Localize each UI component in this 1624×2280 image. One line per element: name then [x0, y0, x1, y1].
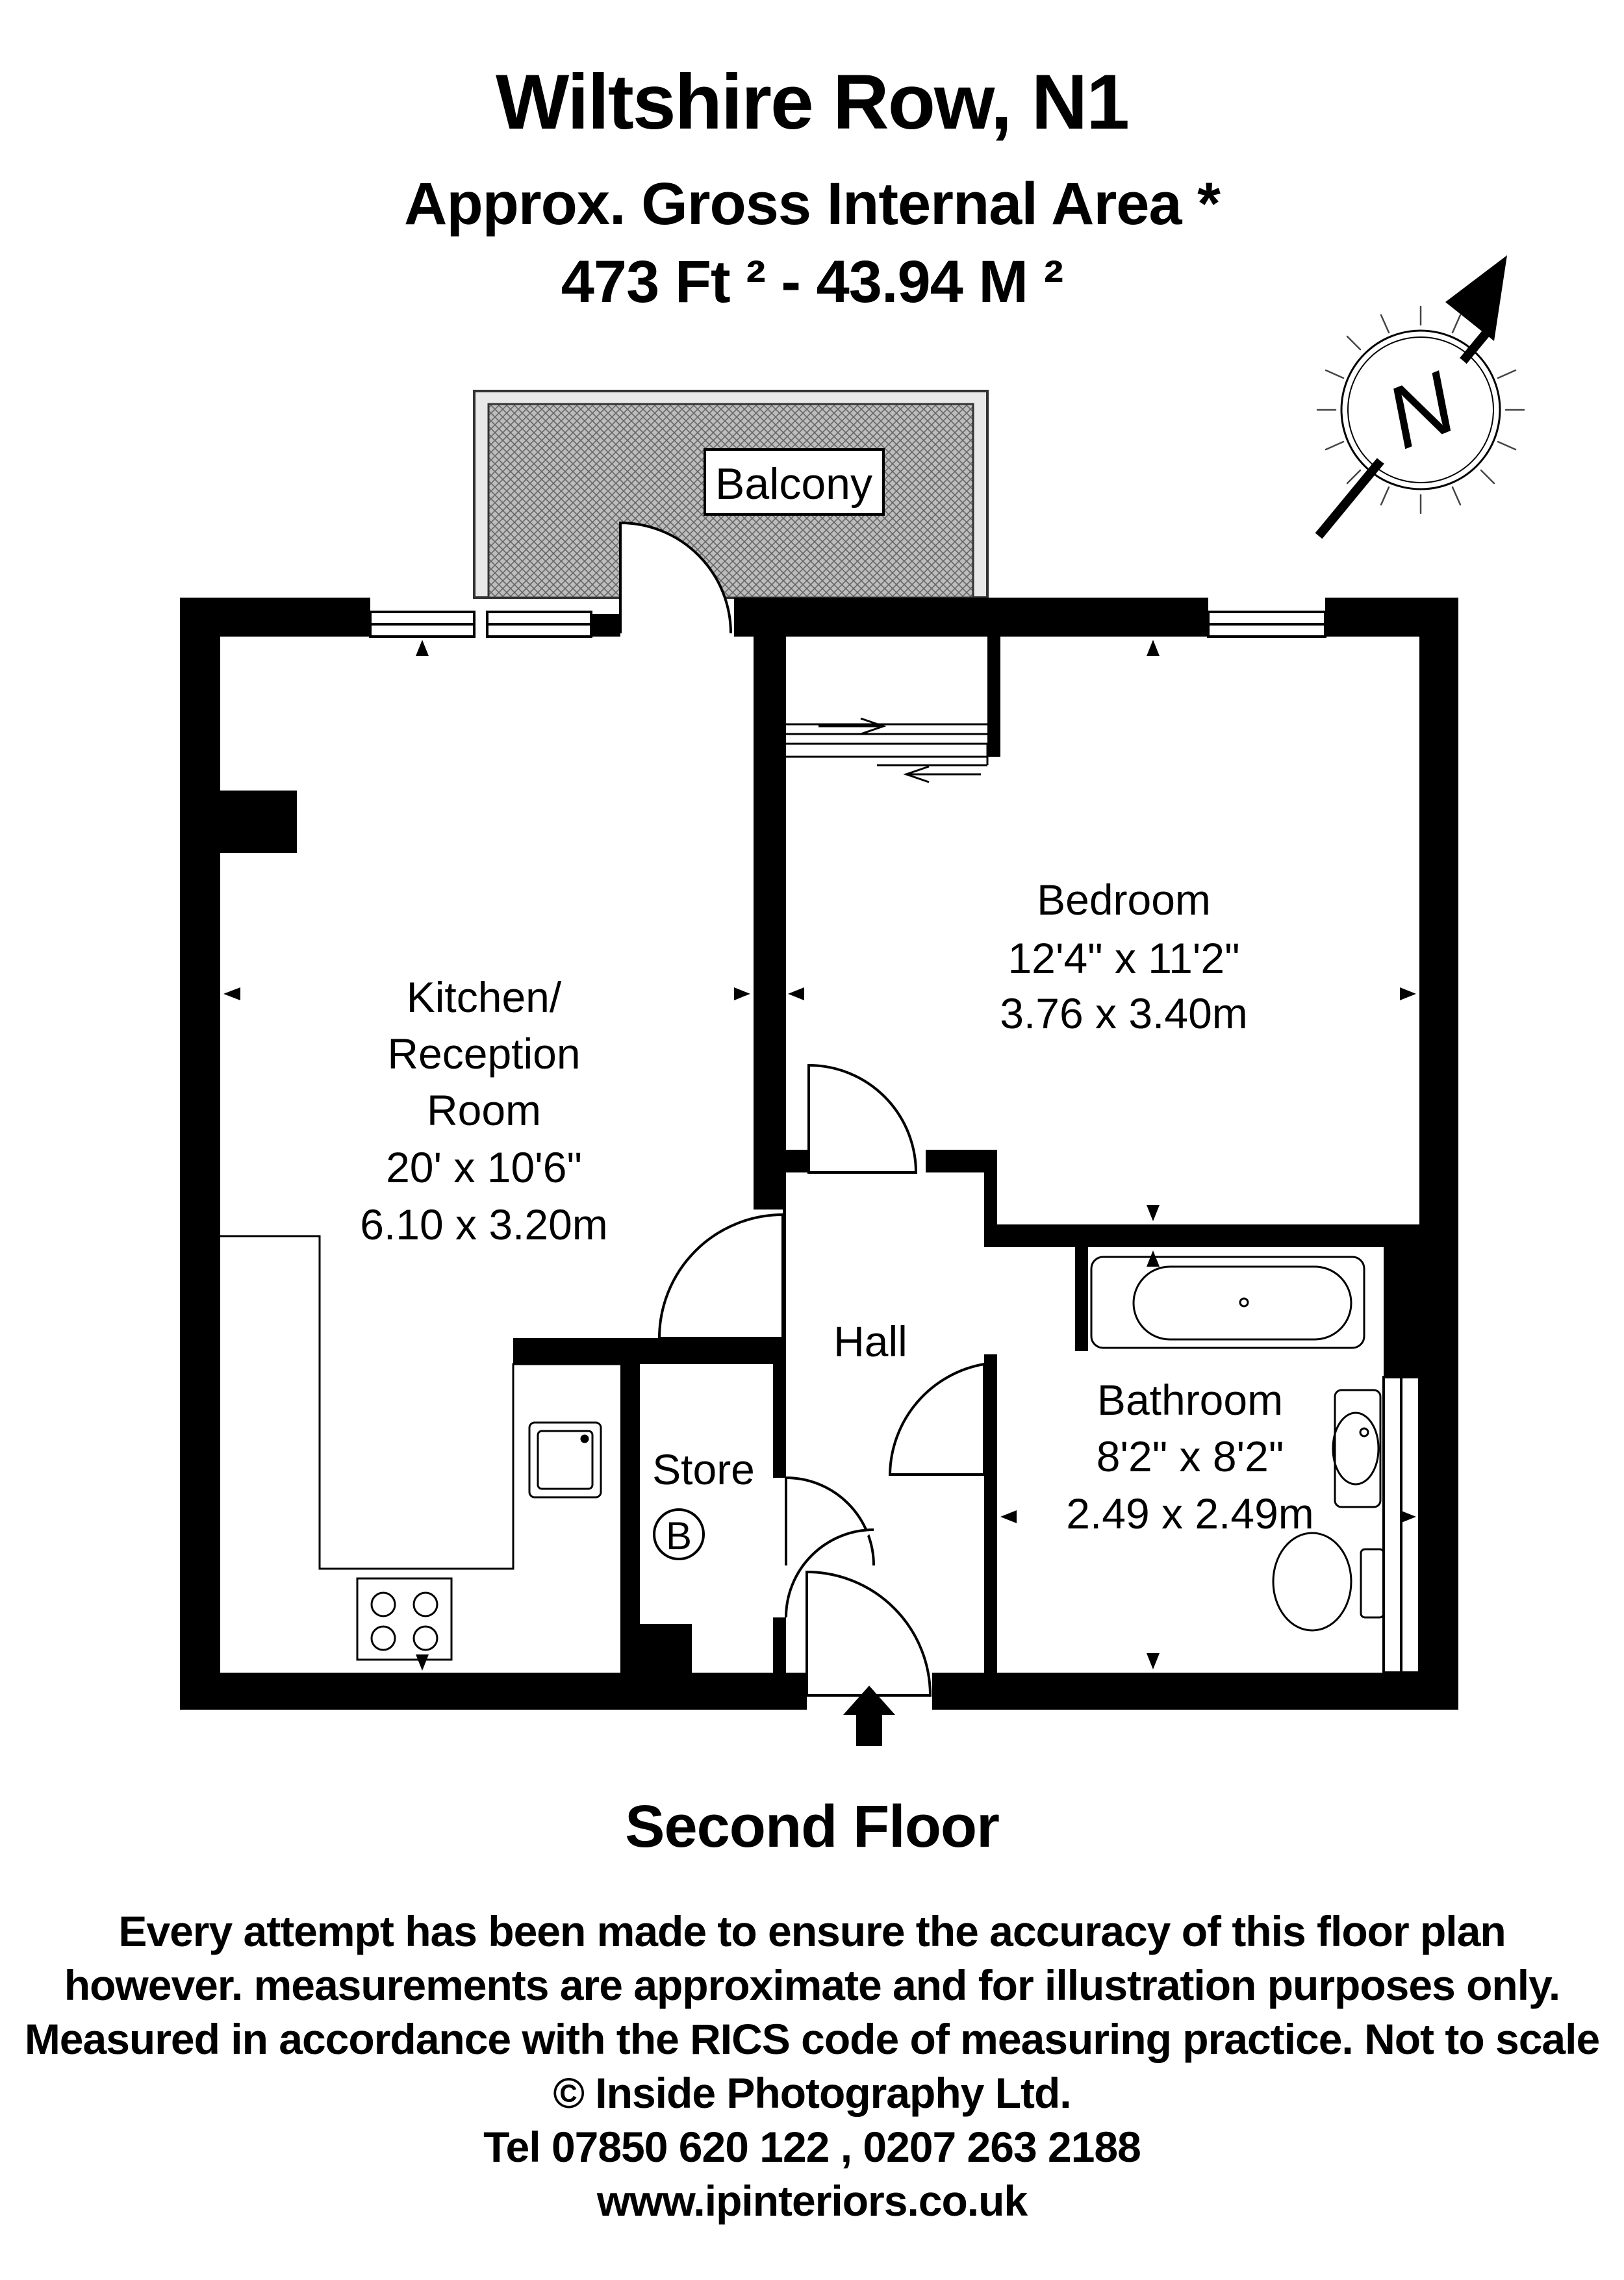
- bedroom-dim-metric: 3.76 x 3.40m: [1000, 989, 1248, 1037]
- bedroom-dim-imperial: 12'4" x 11'2": [1008, 934, 1239, 982]
- kitchen-units: [220, 1235, 620, 1661]
- entrance-arrow-icon: [843, 1686, 895, 1746]
- bathroom-dim-metric: 2.49 x 2.49m: [1066, 1489, 1314, 1538]
- balcony: Balcony: [473, 390, 989, 599]
- phone-line: Tel 07850 620 122 , 0207 263 2188: [483, 2123, 1141, 2171]
- kitchen-name-line1: Kitchen/: [407, 973, 562, 1021]
- boiler-marker: B: [653, 1508, 705, 1560]
- boiler-label: B: [666, 1514, 692, 1558]
- bathroom-name: Bathroom: [1097, 1376, 1283, 1424]
- copyright-line: © Inside Photography Ltd.: [553, 2069, 1071, 2117]
- bedroom-name: Bedroom: [1037, 876, 1211, 924]
- walls: [180, 598, 1458, 1710]
- kitchen-name-line3: Room: [427, 1086, 541, 1134]
- kitchen-dim-imperial: 20' x 10'6": [386, 1143, 582, 1191]
- internal-doors: [657, 1063, 985, 1697]
- compass-rays: [1316, 305, 1525, 514]
- hall-name: Hall: [833, 1317, 907, 1365]
- disclaimer-line: however. measurements are approximate an…: [64, 1961, 1560, 2009]
- balcony-label: Balcony: [715, 459, 872, 509]
- measurement-markers: [223, 640, 1416, 1671]
- disclaimer-line: Measured in accordance with the RICS cod…: [24, 2015, 1600, 2063]
- windows: [369, 611, 1421, 1674]
- website-line: www.ipinteriors.co.uk: [596, 2177, 1028, 2225]
- wardrobe-doors: [786, 717, 989, 783]
- bathroom-fittings: [1090, 1256, 1385, 1632]
- floor-label: Second Floor: [625, 1793, 1000, 1860]
- store-name: Store: [652, 1445, 755, 1493]
- room-labels: Bedroom 12'4" x 11'2" 3.76 x 3.40m Kitch…: [360, 876, 1314, 1538]
- kitchen-name-line2: Reception: [387, 1030, 580, 1078]
- area-heading: Approx. Gross Internal Area *: [404, 171, 1221, 237]
- bathroom-dim-imperial: 8'2" x 8'2": [1097, 1432, 1284, 1480]
- balcony-door: [619, 521, 732, 634]
- kitchen-dim-metric: 6.10 x 3.20m: [360, 1200, 608, 1248]
- compass: N: [1315, 255, 1525, 539]
- disclaimer-line: Every attempt has been made to ensure th…: [118, 1907, 1506, 1955]
- north-arrow-icon: [1445, 255, 1507, 341]
- property-title: Wiltshire Row, N1: [496, 58, 1130, 146]
- balcony-label-box: [704, 448, 885, 516]
- area-value: 473 Ft ² - 43.94 M ²: [561, 249, 1063, 315]
